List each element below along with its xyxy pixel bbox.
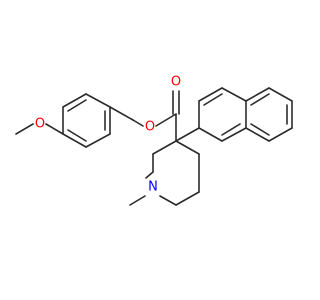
bond-ring-ch2 — [109, 106, 134, 121]
bond-naph-8 — [268, 87, 293, 102]
carbonyl-oxygen-label: O — [171, 75, 181, 90]
bond-naph-5 — [221, 127, 247, 142]
bond-naph-10 — [268, 127, 293, 142]
bond-naph-11 — [245, 127, 270, 142]
bond-pip-5 — [175, 191, 200, 206]
methoxy-oxygen-label: O — [35, 117, 45, 132]
bond-pip-1 — [152, 140, 177, 155]
bond-naph-inner-5 — [250, 123, 270, 136]
bond-n-methyl — [129, 195, 146, 206]
bond-naph-7 — [245, 87, 270, 102]
structure-canvas: O O O N — [15, 75, 293, 206]
bond-phenyl-inner-3 — [67, 129, 87, 142]
bond-pip-7 — [175, 140, 200, 155]
bond-phenyl-3 — [85, 93, 111, 108]
bond-pip-4 — [159, 195, 177, 206]
bond-naph-inner-2 — [221, 123, 241, 136]
bond-quaternary-naphthyl — [175, 127, 200, 142]
piperidine-nitrogen-label: N — [148, 180, 158, 195]
bond-ester-o-carbonyl — [155, 113, 177, 127]
ester-oxygen-label: O — [145, 120, 155, 135]
bond-naph-inner-3 — [250, 93, 270, 106]
bond-pip-3 — [145, 171, 154, 179]
bond-phenyl-2 — [62, 93, 87, 108]
bond-phenyl-5 — [85, 133, 111, 148]
molecule-drawing: O O O N — [15, 75, 293, 206]
atom-label-group: O O O N — [35, 75, 181, 195]
bond-methyl-methoxy-o — [15, 123, 34, 135]
bond-phenyl-6 — [62, 133, 87, 148]
bond-group — [15, 87, 293, 206]
bond-ch2-ester-o — [132, 119, 144, 127]
bond-naph-3 — [221, 87, 247, 102]
bond-naph-inner-1 — [203, 93, 223, 106]
bond-naph-6 — [198, 127, 223, 142]
bond-naph-2 — [198, 87, 223, 102]
bond-phenyl-inner-1 — [67, 99, 87, 112]
bond-methoxy-o-ring — [45, 123, 64, 135]
